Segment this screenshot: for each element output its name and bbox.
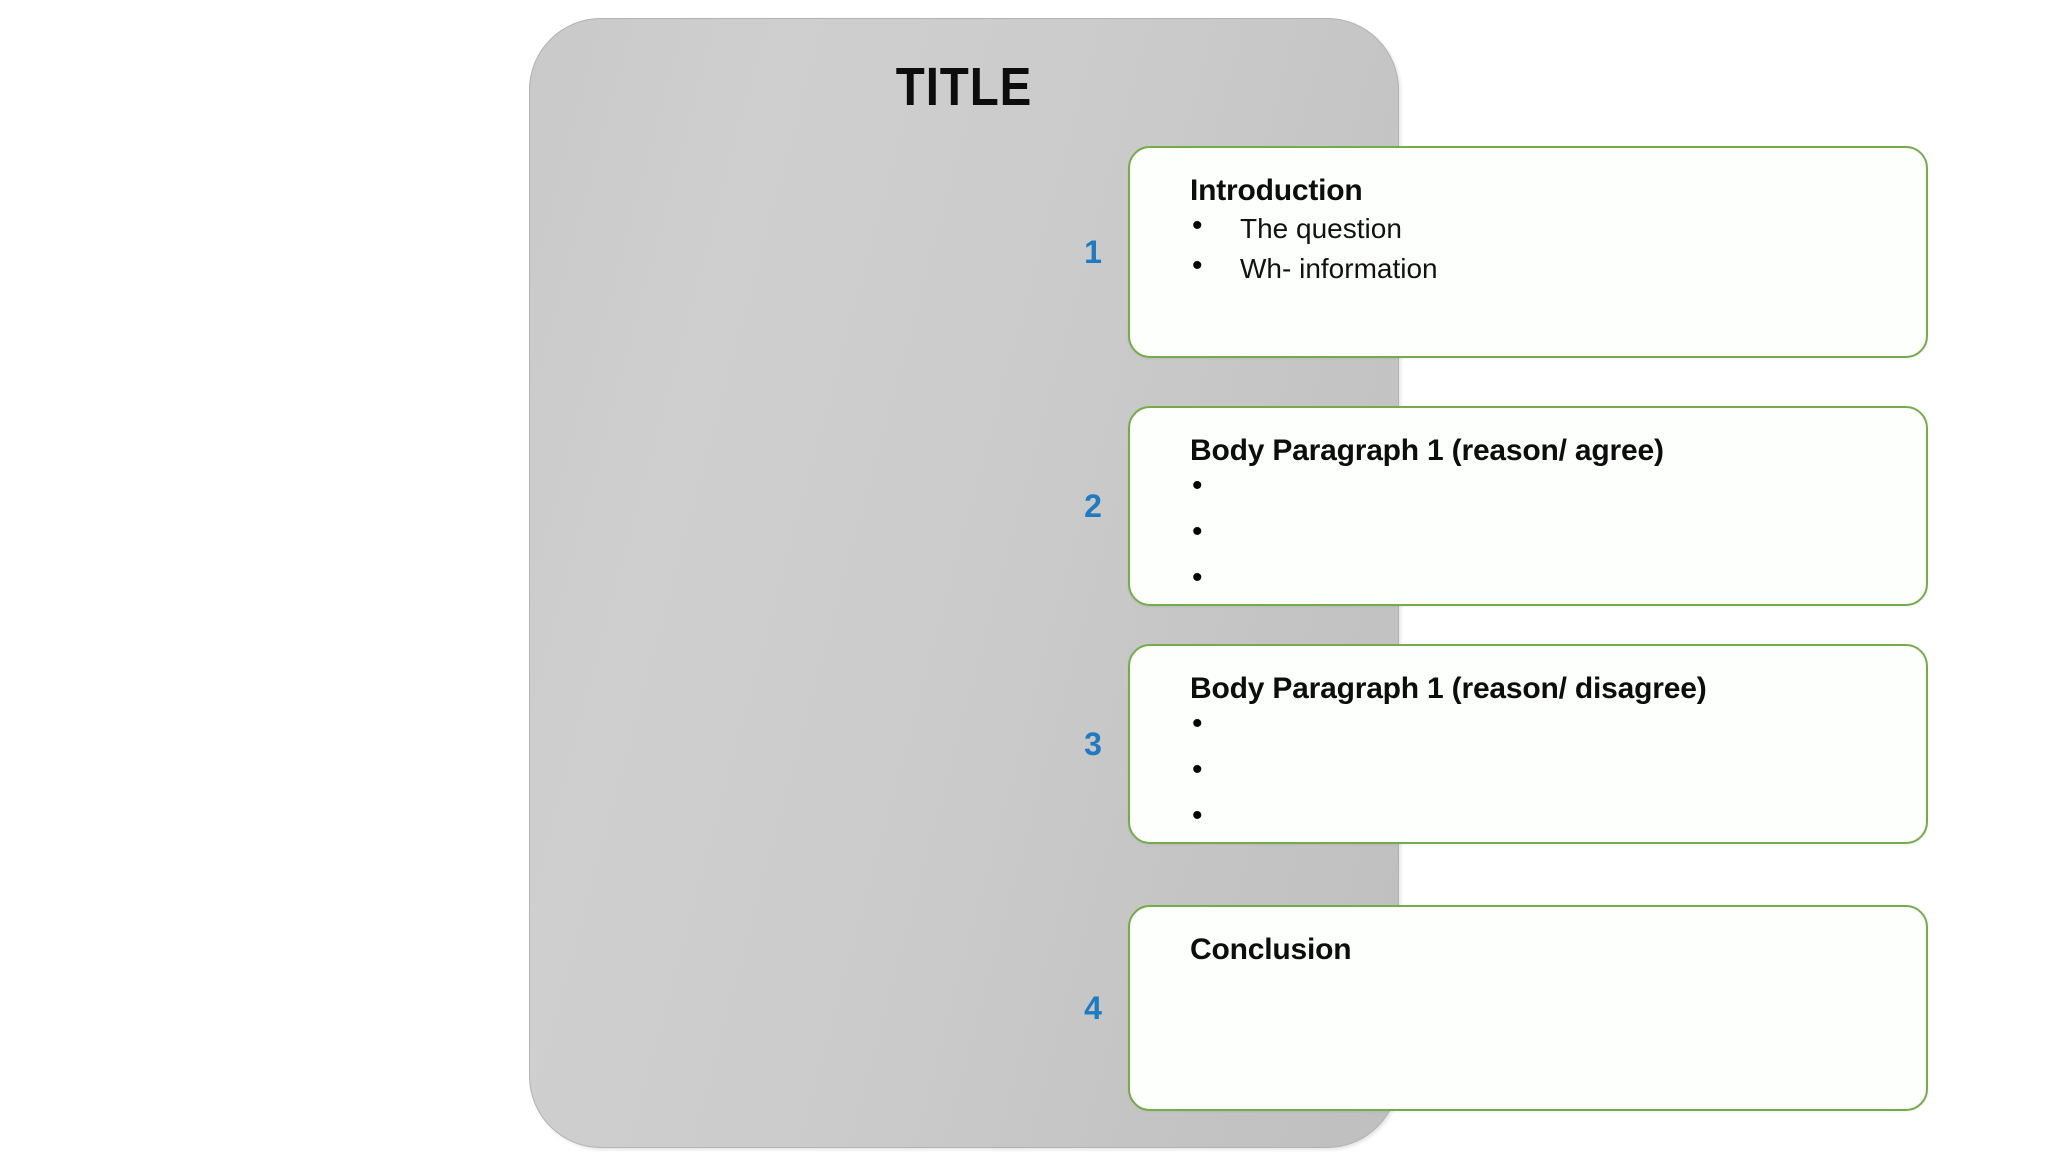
section-heading-conclusion: Conclusion	[1190, 933, 1352, 966]
section-heading-body-paragraph-disagree: Body Paragraph 1 (reason/ disagree)	[1190, 672, 1707, 705]
bullet-list-introduction: The question Wh- information	[1130, 211, 1926, 283]
bullet-item	[1130, 563, 1926, 595]
bullet-item	[1130, 755, 1926, 787]
section-number-4: 4	[1084, 989, 1102, 1026]
section-row-introduction: 1 Introduction The question Wh- informat…	[1058, 136, 1928, 368]
section-heading-introduction: Introduction	[1190, 174, 1363, 207]
bullet-item	[1130, 471, 1926, 503]
section-number-1: 1	[1084, 233, 1102, 270]
bullet-list-body-paragraph-agree	[1130, 471, 1926, 595]
section-number-3: 3	[1084, 725, 1102, 762]
section-card-conclusion[interactable]: Conclusion	[1128, 905, 1928, 1111]
section-card-body-paragraph-agree[interactable]: Body Paragraph 1 (reason/ agree)	[1128, 406, 1928, 606]
section-row-conclusion: 4 Conclusion	[1058, 898, 1928, 1118]
bullet-item: Wh- information	[1130, 251, 1926, 283]
bullet-item	[1130, 801, 1926, 833]
conclusion-empty-area	[1130, 974, 1926, 980]
bullet-item	[1130, 709, 1926, 741]
essay-outline-panel: TITLE 1 Introduction The question Wh- in…	[529, 18, 1928, 1148]
bullet-item: The question	[1130, 211, 1926, 243]
bullet-item	[1130, 517, 1926, 549]
bullet-list-body-paragraph-disagree	[1130, 709, 1926, 833]
section-row-body-paragraph-disagree: 3 Body Paragraph 1 (reason/ disagree)	[1058, 638, 1928, 850]
section-card-introduction[interactable]: Introduction The question Wh- informatio…	[1128, 146, 1928, 358]
section-row-body-paragraph-agree: 2 Body Paragraph 1 (reason/ agree)	[1058, 400, 1928, 612]
section-number-2: 2	[1084, 487, 1102, 524]
section-card-body-paragraph-disagree[interactable]: Body Paragraph 1 (reason/ disagree)	[1128, 644, 1928, 844]
section-heading-body-paragraph-agree: Body Paragraph 1 (reason/ agree)	[1190, 434, 1664, 467]
page-title: TITLE	[895, 57, 1033, 117]
